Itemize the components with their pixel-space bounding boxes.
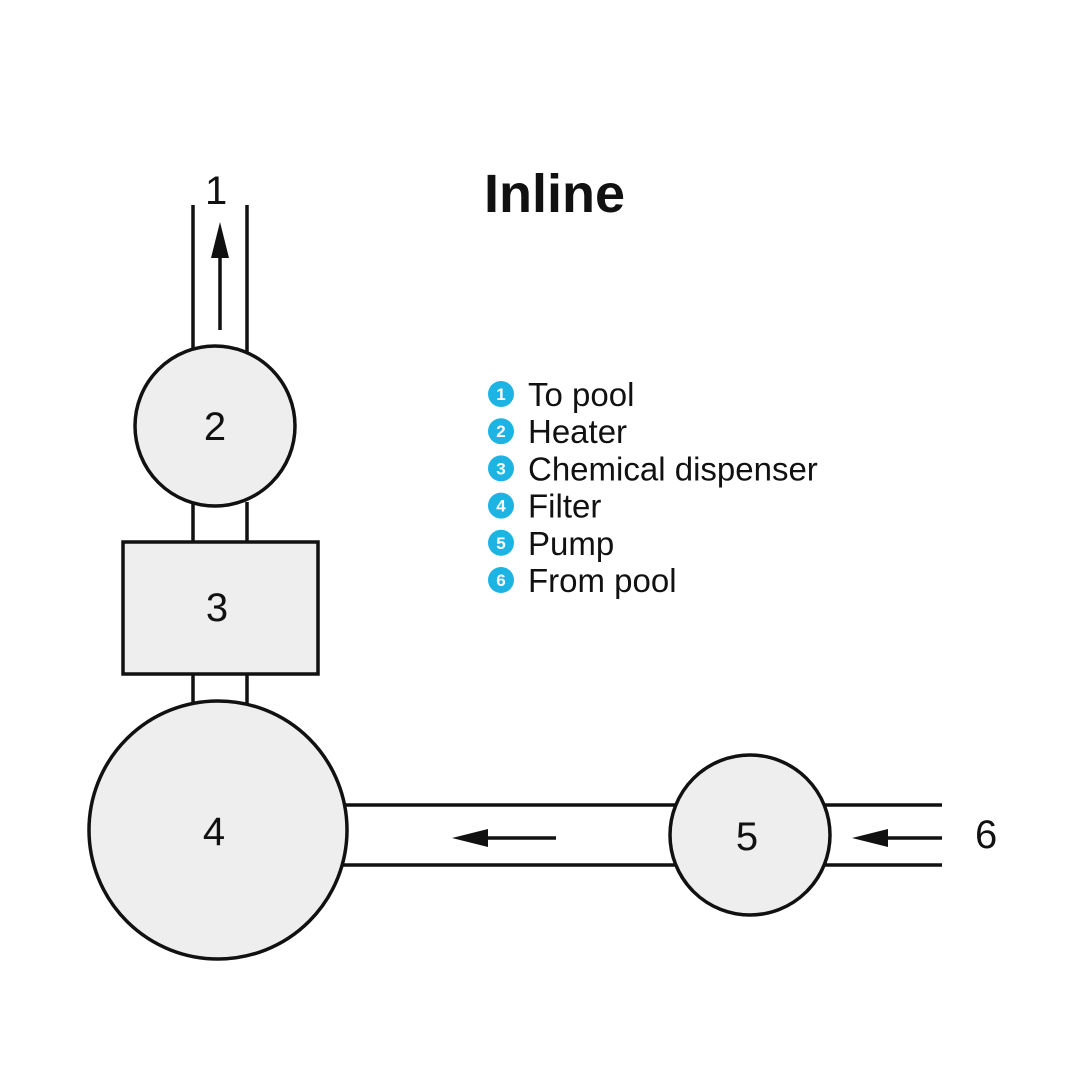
legend-badge-number: 2 bbox=[496, 422, 505, 441]
legend-badge-number: 1 bbox=[496, 385, 505, 404]
chemical-dispenser-box bbox=[121, 540, 320, 676]
legend-badge bbox=[488, 567, 514, 593]
pump-number: 5 bbox=[736, 815, 758, 859]
heater-node: 2 bbox=[133, 344, 297, 508]
legend-badge-number: 5 bbox=[496, 534, 505, 553]
heater-number: 2 bbox=[204, 405, 226, 449]
legend-badge bbox=[488, 529, 514, 556]
legend: 1 To pool 2 Heater 3 Chemical dispenser 4 Filte… bbox=[488, 376, 818, 599]
connector-pump-filter bbox=[340, 803, 675, 867]
legend-label: Pump bbox=[528, 525, 614, 562]
legend-item: 1 To pool bbox=[488, 376, 634, 413]
legend-label: From pool bbox=[528, 562, 677, 599]
legend-item: 3 Chemical dispenser bbox=[488, 450, 818, 487]
connector-dispenser-filter bbox=[191, 673, 249, 706]
pump-to-filter-flow-arrow bbox=[452, 829, 556, 847]
legend-item: 2 Heater bbox=[488, 413, 627, 450]
legend-label: Chemical dispenser bbox=[528, 450, 818, 487]
heater-circle bbox=[133, 344, 297, 508]
inlet-pipe bbox=[825, 803, 942, 867]
legend-item: 6 From pool bbox=[488, 562, 677, 599]
legend-badge bbox=[488, 492, 514, 519]
legend-badge-number: 4 bbox=[496, 497, 506, 516]
legend-badge bbox=[488, 418, 514, 445]
pump-circle bbox=[668, 753, 832, 917]
outlet-pipe bbox=[191, 205, 249, 352]
legend-item: 4 Filter bbox=[488, 488, 601, 525]
node-label-to-pool: 1 bbox=[205, 169, 227, 213]
legend-label: To pool bbox=[528, 376, 634, 413]
connector-heater-dispenser bbox=[191, 502, 249, 544]
diagram-title: Inline bbox=[484, 164, 625, 224]
outlet-flow-arrow bbox=[211, 222, 229, 330]
filter-circle bbox=[87, 699, 349, 961]
filter-node: 4 bbox=[87, 699, 349, 961]
node-label-from-pool: 6 bbox=[975, 813, 997, 857]
chemical-dispenser-number: 3 bbox=[206, 586, 228, 630]
chemical-dispenser-node: 3 bbox=[121, 540, 320, 676]
legend-badge bbox=[488, 381, 514, 407]
legend-label: Heater bbox=[528, 413, 627, 450]
inlet-flow-arrow bbox=[852, 829, 942, 847]
legend-item: 5 Pump bbox=[488, 525, 614, 562]
legend-label: Filter bbox=[528, 488, 601, 525]
filter-number: 4 bbox=[203, 810, 225, 854]
pump-node: 5 bbox=[668, 753, 832, 917]
legend-badge bbox=[488, 455, 514, 482]
legend-badge-number: 3 bbox=[496, 459, 505, 478]
legend-badge-number: 6 bbox=[496, 571, 505, 590]
